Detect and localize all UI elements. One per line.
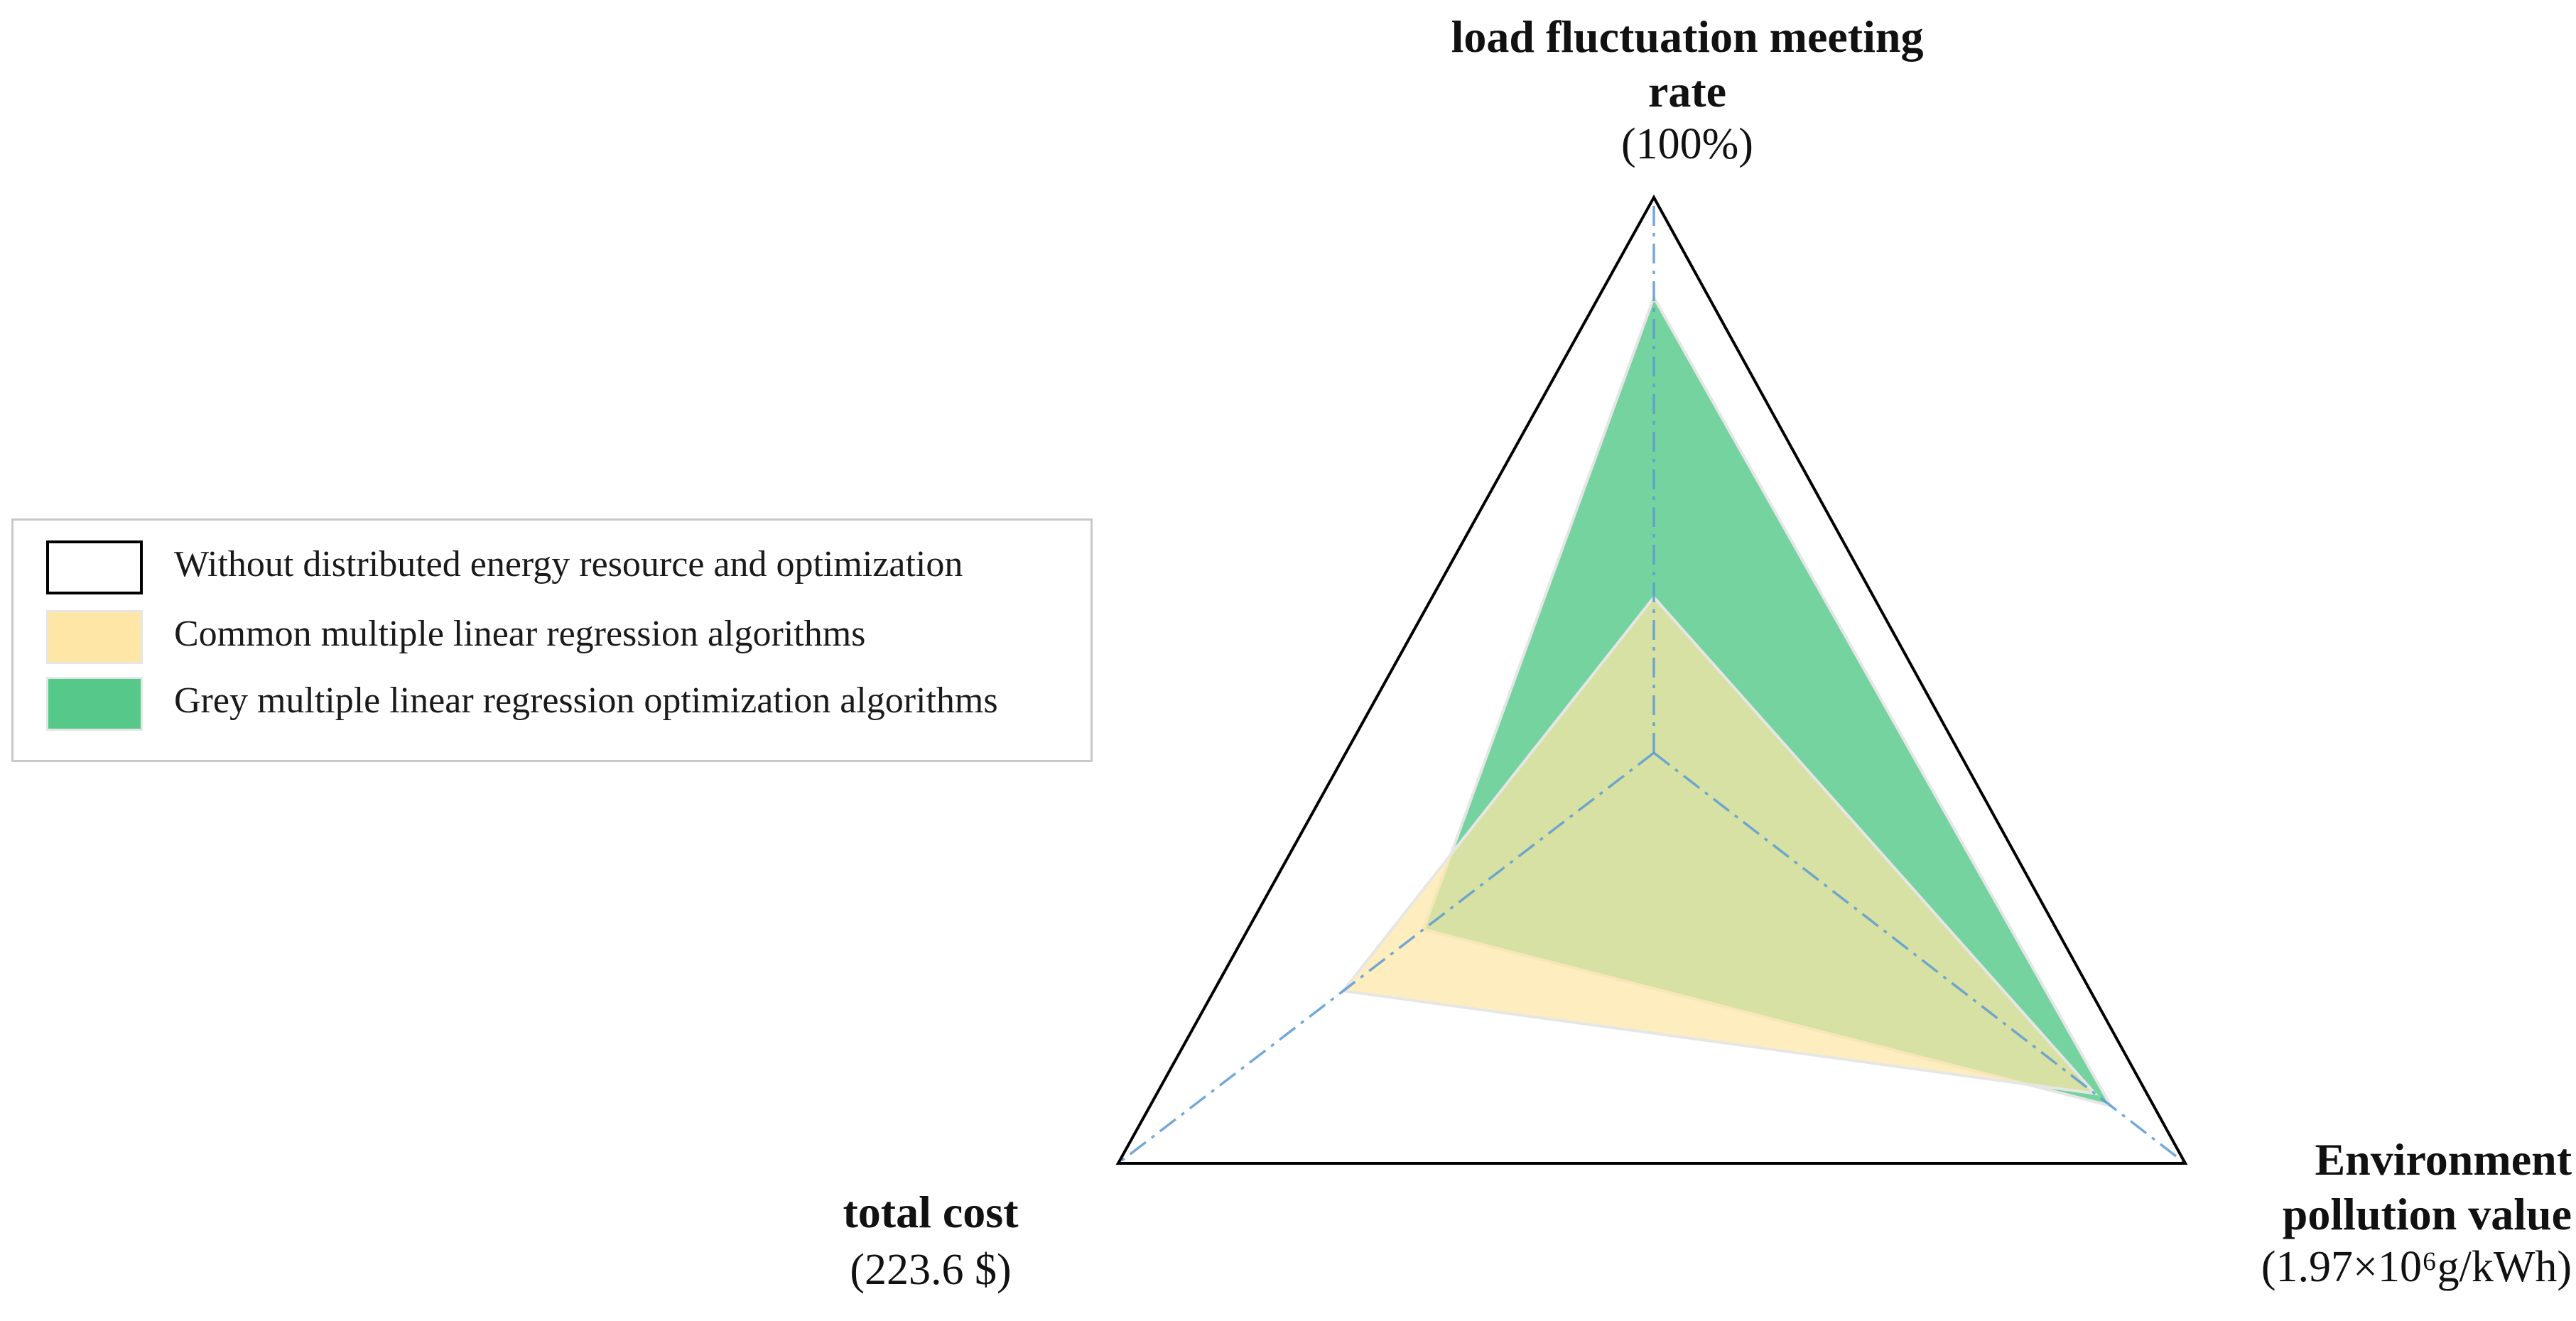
axis-max-load-fluctuation: (100%) — [1621, 119, 1753, 168]
legend-label-grey-mlr: Grey multiple linear regression optimiza… — [174, 680, 998, 721]
axis-max-total-cost: (223.6 $) — [850, 1246, 1012, 1294]
legend-item-without-der: Without distributed energy resource and … — [46, 540, 1069, 599]
axis-name-environment-pollution: Environment pollution value — [2282, 1134, 2572, 1239]
axis-label-top: load fluctuation meeting rate (100%) — [1449, 10, 1925, 166]
legend-item-grey-mlr: Grey multiple linear regression optimiza… — [46, 677, 1069, 735]
legend-swatch-grey-mlr — [46, 677, 143, 731]
axis-name-total-cost: total cost — [843, 1187, 1019, 1237]
legend-swatch-common-mlr — [46, 610, 143, 664]
legend-label-common-mlr: Common multiple linear regression algori… — [174, 614, 866, 654]
legend-label-without-der: Without distributed energy resource and … — [174, 544, 963, 585]
legend-item-common-mlr: Common multiple linear regression algori… — [46, 610, 1069, 668]
legend-swatch-without-der — [46, 540, 143, 594]
legend: Without distributed energy resource and … — [11, 518, 1093, 762]
series-outline-without-distributed-energy-resource-and-optimization — [1115, 194, 2188, 1165]
axis-label-right: Environment pollution value (1.97×10⁶g/k… — [2202, 1133, 2572, 1289]
series-area-common-multiple-linear-regression-algorithms — [1340, 594, 2099, 1096]
axis-max-environment-pollution: (1.97×10⁶g/kWh) — [2261, 1242, 2572, 1291]
axis-label-left: total cost (223.6 $) — [746, 1187, 1115, 1294]
axis-name-load-fluctuation: load fluctuation meeting rate — [1451, 11, 1924, 116]
